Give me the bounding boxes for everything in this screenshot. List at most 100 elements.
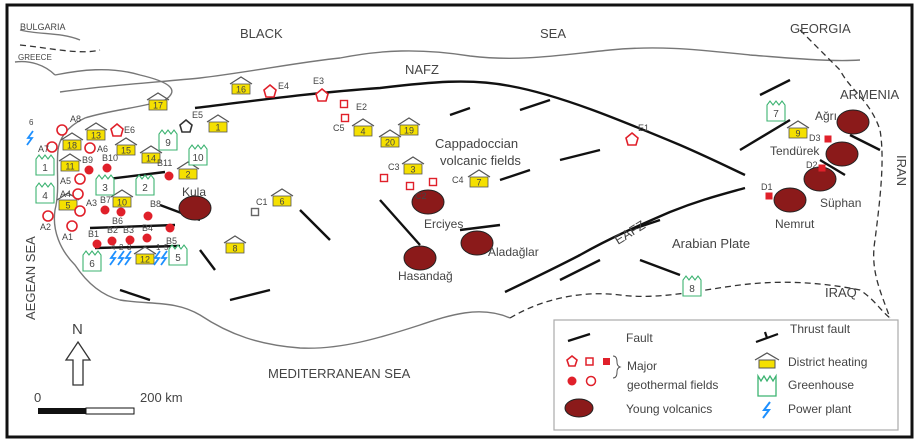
filled-circle-icon <box>116 207 126 217</box>
district-heating-17: 17 <box>146 92 170 111</box>
district-heating-2: 2 <box>176 161 200 180</box>
open-circle-icon <box>72 188 84 200</box>
open-square-icon <box>405 181 415 191</box>
district-heating-icon <box>786 120 810 129</box>
district-heating-icon <box>467 169 491 178</box>
geothermal-field-B7: B7 <box>100 195 111 215</box>
district-heating-icon <box>60 132 84 141</box>
power-plant-icon <box>153 250 161 266</box>
field-label: E6 <box>124 125 135 135</box>
greenhouse-7: 7 <box>766 100 786 122</box>
geothermal-field-C1: C1 <box>250 197 268 217</box>
label-bulgaria: BULGARIA <box>20 22 66 32</box>
field-label: A8 <box>70 114 81 124</box>
field-label: B7 <box>100 195 111 205</box>
power-plant-label: 6 <box>29 118 34 127</box>
field-label: A3 <box>86 198 97 208</box>
power-plant-label: 4 <box>111 243 116 252</box>
legend-district-heating-icon <box>754 352 780 369</box>
district-heating-icon <box>378 129 402 138</box>
greenhouse-icon <box>168 244 188 266</box>
district-heating-icon <box>401 156 425 165</box>
field-label: B10 <box>102 153 118 163</box>
power-plant-icon <box>124 250 132 266</box>
greenhouse-6: 6 <box>82 250 102 272</box>
volcano-3: Hasandağ <box>398 245 453 283</box>
power-plant-icon <box>117 250 125 266</box>
greenhouse-9: 9 <box>158 129 178 151</box>
greenhouse-label: 10 <box>192 153 204 164</box>
field-label: D2 <box>806 160 818 170</box>
greenhouse-label: 5 <box>175 253 181 264</box>
greenhouse-label: 9 <box>165 138 171 149</box>
district-heating-label: 15 <box>121 146 131 156</box>
field-label: E2 <box>356 102 367 112</box>
open-square-icon <box>340 113 350 123</box>
volcano-7: Ağrı <box>815 109 870 135</box>
greenhouse-icon <box>135 174 155 196</box>
volcano-6: Tendürek <box>770 141 859 167</box>
pentagon-icon <box>110 122 124 137</box>
filled-circle-icon <box>102 163 112 173</box>
legend-district-label: District heating <box>788 355 867 369</box>
power-plant-icon <box>160 250 168 266</box>
field-label: B6 <box>112 216 123 226</box>
district-heating-10: 10 <box>110 189 134 208</box>
greenhouse-3: 3 <box>95 174 115 196</box>
power-plant-5: 5 <box>160 243 169 266</box>
district-heating-label: 5 <box>65 201 70 211</box>
geothermal-field-E1: E1 <box>625 123 649 146</box>
open-circle-icon <box>42 210 54 222</box>
district-heating-11: 11 <box>58 153 82 172</box>
geothermal-field-A1: A1 <box>62 220 78 242</box>
volcano-label: Ağrı <box>815 109 837 123</box>
district-heating-14: 14 <box>139 145 163 164</box>
geothermal-field-A4: A4 <box>60 188 84 200</box>
field-label: C2 <box>415 191 427 201</box>
geothermal-field-D2: D2 <box>806 160 826 172</box>
field-label: E3 <box>313 76 324 86</box>
district-heating-9: 9 <box>786 120 810 139</box>
volcano-label: Süphan <box>820 196 861 210</box>
filled-circle-icon <box>125 235 135 245</box>
open-circle-icon <box>84 142 96 154</box>
volcano-label: Nemrut <box>775 217 815 231</box>
district-heating-12: 12 <box>133 246 157 265</box>
district-heating-label: 4 <box>360 127 365 137</box>
geothermal-field-C5: C5 <box>333 113 350 133</box>
district-heating-icon <box>139 145 163 154</box>
geothermal-field-B9: B9 <box>82 155 94 175</box>
label-georgia: GEORGIA <box>790 21 851 36</box>
geothermal-field-B3: B3 <box>123 225 135 245</box>
label-sea: SEA <box>540 26 566 41</box>
volcano-5: Süphan <box>803 166 861 210</box>
legend-power-label: Power plant <box>788 402 852 416</box>
power-plant-label: 2 <box>119 243 124 252</box>
district-heating-16: 16 <box>229 76 253 95</box>
label-arabian-plate: Arabian Plate <box>672 236 750 251</box>
district-heating-icon <box>176 161 200 170</box>
field-label: D1 <box>761 182 773 192</box>
open-circle-icon <box>66 220 78 232</box>
district-heating-icon <box>133 246 157 255</box>
field-label: A2 <box>40 222 51 232</box>
north-label: N <box>72 321 83 338</box>
legend-power-plant-icon <box>762 401 771 419</box>
volcano-label: Aladağlar <box>488 245 539 259</box>
field-label: B3 <box>123 225 134 235</box>
greenhouse-icon <box>158 129 178 151</box>
district-heating-icon <box>206 114 230 123</box>
field-label: B11 <box>157 158 172 168</box>
district-heating-4: 4 <box>351 118 375 137</box>
field-label: A5 <box>60 176 71 186</box>
pentagon-icon <box>315 87 329 102</box>
power-plant-2: 2 <box>117 243 125 266</box>
legend-thrust-label: Thrust fault <box>790 322 851 336</box>
open-circle-icon <box>74 205 86 217</box>
geothermal-field-E6: E6 <box>110 122 135 137</box>
label-nafz: NAFZ <box>405 62 439 77</box>
open-square-icon <box>250 207 260 217</box>
volcano-label: Kula <box>182 185 206 199</box>
field-label: B1 <box>88 229 99 239</box>
geothermal-field-A2: A2 <box>40 210 54 232</box>
